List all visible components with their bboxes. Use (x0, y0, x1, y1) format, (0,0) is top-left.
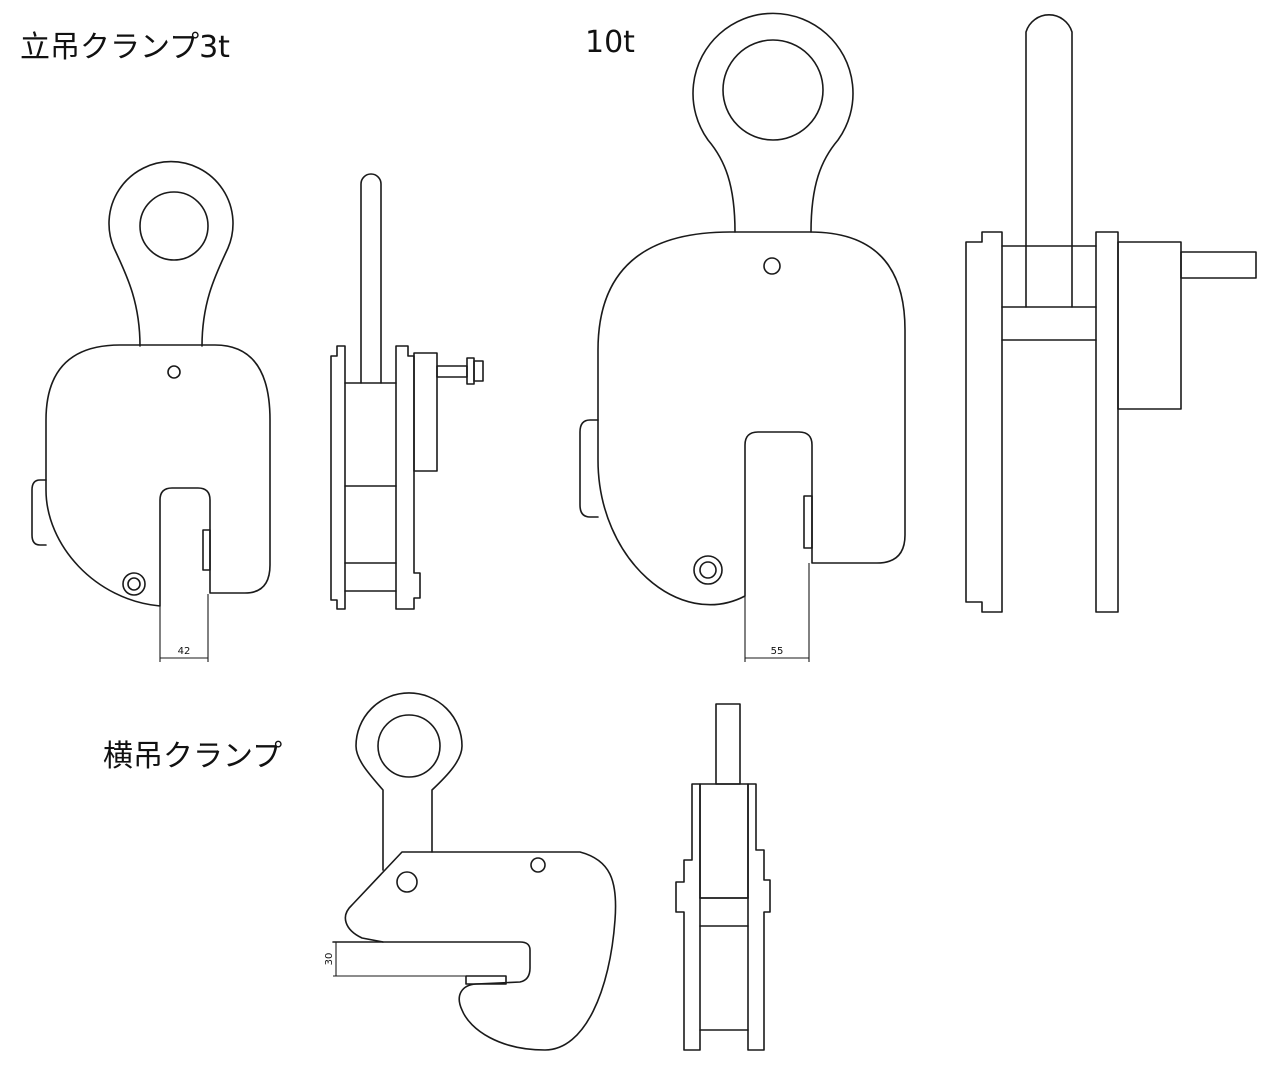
clamp-3t-handle-stub (31, 479, 47, 546)
clamp-3t-side-lock-box (413, 352, 438, 472)
clamp-10t-side-lock-box (1117, 241, 1182, 410)
clamp-horizontal-pin-hole (530, 857, 546, 873)
clamp-10t-body (597, 231, 906, 606)
clamp-horizontal-side-plate-right (747, 783, 771, 1051)
clamp-10t-side-handle (1025, 14, 1073, 308)
clamp-horizontal-jaw-pad (465, 975, 507, 985)
clamp-3t-side-view (330, 173, 484, 610)
clamp-3t-side-lock-pin (436, 365, 468, 378)
clamp-3t-body (45, 344, 271, 607)
title-horizontal-clamp: 横吊クランプ (103, 739, 282, 774)
clamp-horizontal-eye-hole (377, 714, 441, 778)
clamp-10t-cam-pivot-outer (693, 555, 723, 585)
clamp-horizontal-front-view: 30 (324, 692, 617, 1051)
clamp-horizontal-side-top-bar (715, 703, 741, 785)
dim-42-label: 42 (178, 646, 191, 657)
clamp-10t-cam-pivot-inner (699, 561, 717, 579)
clamp-10t-side-plate-right (1095, 231, 1119, 613)
clamp-3t-side-plate-right (395, 345, 421, 610)
clamp-horizontal-side-center (699, 783, 749, 899)
clamp-3t-side-handle (360, 173, 382, 384)
clamp-10t-handle-stub (579, 419, 599, 518)
clamp-horizontal-eye (355, 692, 463, 871)
clamp-horizontal-body (344, 851, 617, 1051)
clamp-horizontal-pivot-hole (396, 871, 418, 893)
clamp-3t-side-lock-cap (473, 360, 484, 382)
clamp-3t-eye (108, 160, 234, 347)
clamp-3t-pin-hole (167, 365, 181, 379)
clamp-10t-side-view (965, 14, 1257, 613)
clamp-3t-side-plate-left (330, 345, 346, 610)
dim-55-label: 55 (771, 646, 784, 657)
clamp-10t-eye-hole (722, 39, 824, 141)
clamp-10t-pin-hole (763, 257, 781, 275)
clamp-3t-cam-pivot-inner (127, 577, 141, 591)
title-vertical-clamp-3t: 立吊クランプ3t (20, 30, 230, 65)
clamp-3t-front-view: 42 (31, 160, 271, 662)
clamp-10t-jaw-pad (803, 495, 813, 549)
clamp-horizontal-side-plate-left (675, 783, 701, 1051)
title-10t: 10t (585, 25, 635, 60)
clamp-3t-eye-hole (139, 191, 209, 261)
dim-30-label: 30 (324, 953, 335, 966)
clamp-10t-side-plate-left (965, 231, 1003, 613)
clamp-10t-front-view: 55 (579, 12, 906, 662)
clamp-3t-jaw-pad (202, 529, 211, 571)
clamp-10t-eye (692, 12, 854, 233)
clamp-10t-side-lock-pin (1180, 251, 1257, 279)
clamp-horizontal-side-view (675, 703, 771, 1051)
clamp-3t-cam-pivot-outer (122, 572, 146, 596)
clamp-3t-side-lock-knob (466, 357, 475, 385)
